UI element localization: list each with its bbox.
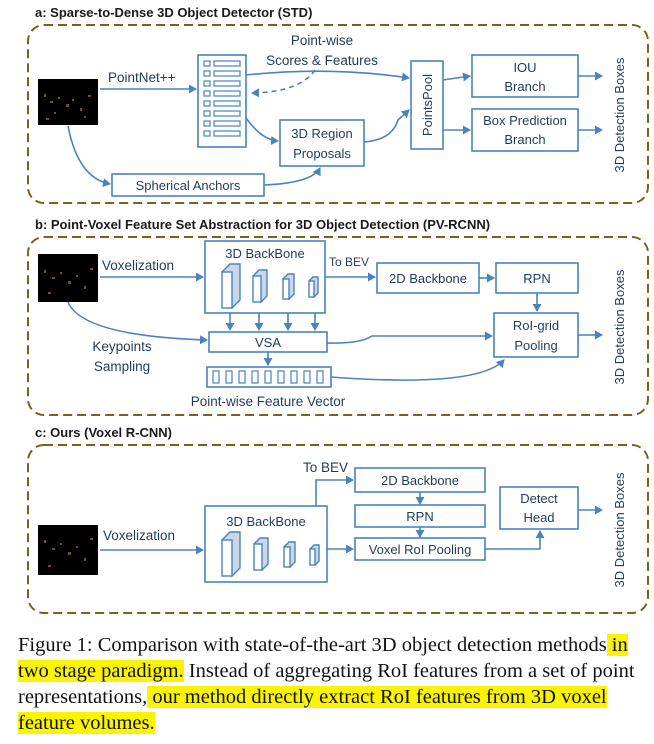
label-output-b: 3D Detection Boxes: [612, 269, 627, 384]
arrow-to-anchors: [67, 125, 111, 188]
label-rpn-c: RPN: [406, 509, 433, 524]
label-backbone3d-c: 3D BackBone: [226, 514, 306, 529]
panel-b-border: [27, 236, 649, 416]
label-pointwise-2: Scores & Features: [266, 53, 378, 68]
label-voxelroi: Voxel RoI Pooling: [369, 542, 472, 557]
panel-c-title: c: Ours (Voxel R-CNN): [35, 425, 172, 440]
backbone-to-vsa-arrows: [225, 313, 320, 331]
label-detect-2: Head: [523, 510, 554, 525]
box-prediction-box: [471, 108, 579, 152]
feature-vector-b: [206, 366, 332, 388]
voxel-cubes-c: [221, 531, 320, 578]
voxel-cubes-b: [221, 263, 319, 310]
lidar-image-a: [38, 79, 98, 125]
panel-c-border: [27, 444, 649, 614]
label-region-2: Proposals: [293, 146, 351, 161]
caption-text-2: Instead of aggregating RoI features from…: [18, 660, 635, 708]
label-featvec: Point-wise Feature Vector: [191, 394, 346, 409]
label-backbone2d-b: 2D Backbone: [389, 271, 467, 286]
arrow-vsa-to-roigrid: [326, 331, 493, 344]
label-region-1: 3D Region: [291, 126, 352, 141]
label-tobev-c: To BEV: [303, 460, 348, 475]
arrow-scores-features: [251, 69, 316, 98]
panel-a-border: [27, 24, 649, 204]
panel-a-title: a: Sparse-to-Dense 3D Object Detector (S…: [35, 5, 312, 20]
arrow-to-proposals: [245, 117, 279, 146]
panel-b: b: Point-Voxel Feature Set Abstraction f…: [27, 217, 649, 416]
label-anchors: Spherical Anchors: [136, 178, 241, 193]
panel-b-title: b: Point-Voxel Feature Set Abstraction f…: [35, 217, 490, 232]
arrow-to-pointspool: [363, 109, 410, 143]
arrow-to-iou: [442, 72, 471, 82]
panel-a: a: Sparse-to-Dense 3D Object Detector (S…: [27, 5, 649, 204]
label-roigrid-1: RoI-grid: [513, 318, 559, 333]
iou-branch-box: [471, 54, 579, 98]
arrow-voxelroi-to-head: [485, 530, 545, 550]
arrow-vector-to-roigrid: [330, 359, 505, 381]
arrow-features-to-pointspool: [245, 70, 410, 82]
label-keypoints-2: Sampling: [94, 359, 150, 374]
lidar-image-b: [38, 254, 98, 302]
arrow-tobev-c: [315, 475, 354, 506]
label-keypoints-1: Keypoints: [92, 339, 152, 354]
label-output-a: 3D Detection Boxes: [612, 57, 627, 172]
pointwise-feature-stack: [197, 54, 247, 148]
figure-caption: Figure 1: Comparison with state-of-the-a…: [18, 632, 644, 736]
label-backbone2d-c: 2D Backbone: [381, 473, 459, 488]
pointspool-box: [410, 60, 444, 150]
label-backbone3d-b: 3D BackBone: [225, 246, 305, 261]
arrow-keypoints: [67, 301, 208, 345]
label-pointwise-1: Point-wise: [291, 33, 353, 48]
label-voxelization-c: Voxelization: [103, 528, 175, 543]
label-tobev-b: To BEV: [329, 255, 369, 269]
figure-diagram: a: Sparse-to-Dense 3D Object Detector (S…: [27, 5, 649, 614]
lidar-image-c: [38, 525, 98, 575]
caption-paragraph: Figure 1: Comparison with state-of-the-a…: [18, 632, 644, 736]
label-roigrid-2: Pooling: [514, 338, 557, 353]
label-rpn-b: RPN: [523, 271, 550, 286]
label-pointspool: PointsPool: [420, 74, 435, 136]
backbone2d-box-b: [376, 262, 480, 294]
panel-c: c: Ours (Voxel R-CNN) Voxelization 3D Ba…: [27, 425, 649, 614]
label-boxpred-1: Box Prediction: [483, 113, 567, 128]
label-iou-2: Branch: [504, 79, 545, 94]
label-vsa: VSA: [255, 335, 281, 350]
detect-head-box: [499, 486, 579, 530]
label-output-c: 3D Detection Boxes: [612, 472, 627, 587]
label-iou-1: IOU: [513, 60, 536, 75]
caption-text-1: Comparison with state-of-the-art 3D obje…: [92, 634, 607, 656]
backbone2d-box-c: [354, 467, 486, 493]
caption-label: Figure 1:: [18, 634, 93, 656]
region-proposals-box: [279, 119, 365, 167]
label-boxpred-2: Branch: [504, 132, 545, 147]
roigrid-box-b: [493, 312, 579, 358]
arrow-anchors-to-proposals: [263, 167, 321, 186]
label-detect-1: Detect: [520, 491, 558, 506]
label-voxelization-b: Voxelization: [102, 258, 174, 273]
label-pointnet: PointNet++: [108, 70, 176, 85]
